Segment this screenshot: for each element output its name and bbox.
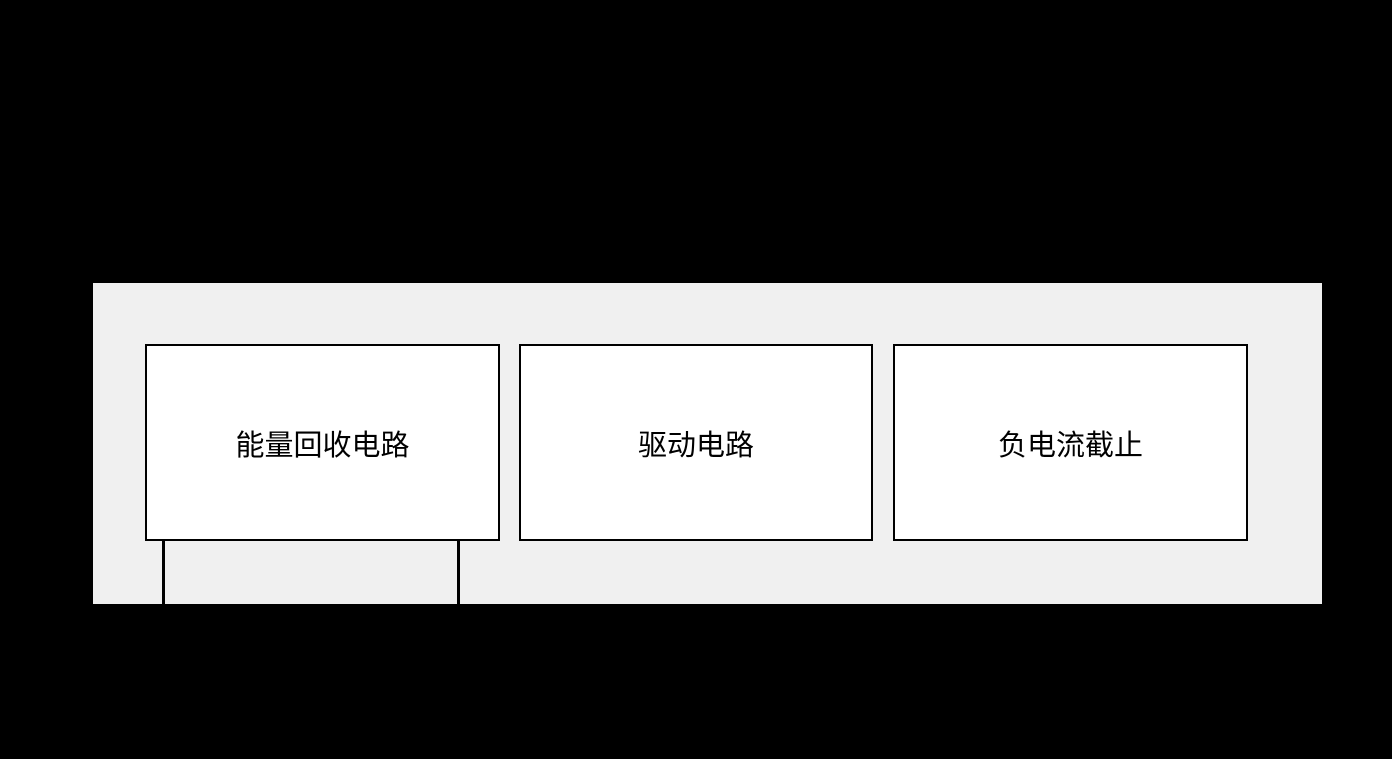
block-negative-current-cutoff-label: 负电流截止 [997, 429, 1143, 462]
block-negative-current-cutoff: 负电流截止 [893, 344, 1248, 541]
block-drive-circuit-label: 驱动电路 [637, 429, 754, 462]
diagram-panel: 能量回收电路 驱动电路 负电流截止 [93, 283, 1322, 604]
connector-line-right [457, 541, 460, 604]
connector-line-left [162, 541, 165, 604]
block-energy-recovery-circuit-label: 能量回收电路 [235, 429, 410, 462]
block-drive-circuit: 驱动电路 [519, 344, 873, 541]
block-energy-recovery-circuit: 能量回收电路 [145, 344, 500, 541]
